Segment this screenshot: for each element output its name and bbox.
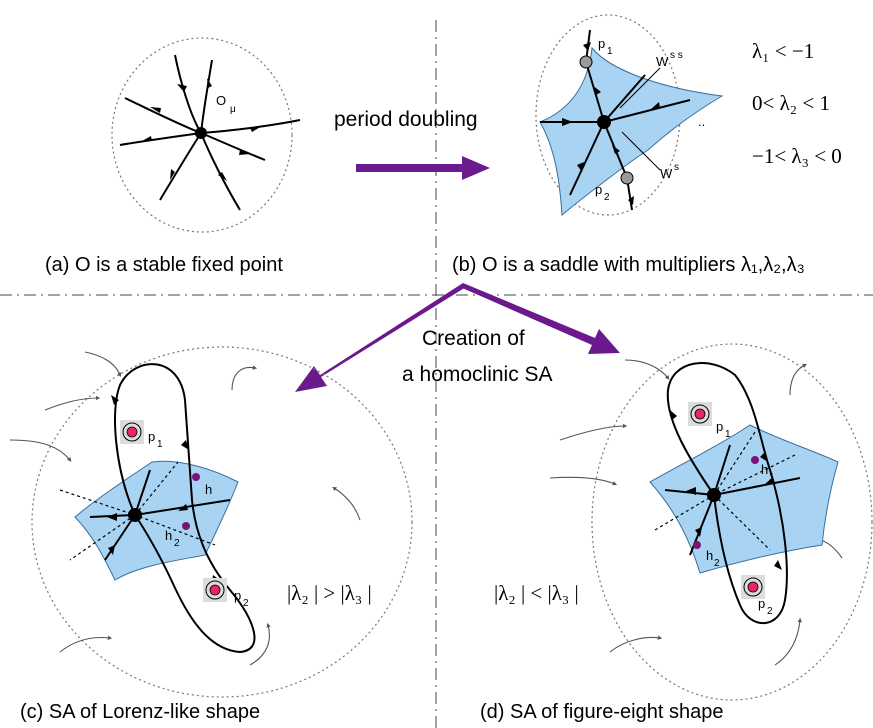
periodic-point-p1: [120, 420, 144, 444]
svg-text:s: s: [674, 162, 679, 173]
svg-text:2: 2: [604, 192, 610, 203]
saddle-point: [597, 115, 611, 129]
stable-fixed-point: [195, 127, 207, 139]
panel-d: p 1 p 2 h 1 h 2: [549, 343, 873, 701]
panel-a: O μ: [111, 37, 301, 233]
h2-label: h: [165, 528, 172, 543]
period-doubling-label: period doubling: [334, 108, 478, 131]
creation-label-line2: a homoclinic SA: [402, 363, 553, 386]
ws-label: W: [660, 166, 673, 181]
inequality-c: |λ₂ | > |λ₃ |: [287, 581, 372, 605]
period-two-point-p1: [579, 55, 593, 69]
unstable-surface: [649, 424, 839, 574]
svg-text:s s: s s: [670, 50, 683, 61]
svg-text:1: 1: [157, 439, 163, 450]
period-two-point-p2: [620, 171, 634, 185]
unstable-surface: [539, 46, 724, 217]
svg-text:1: 1: [725, 429, 731, 440]
periodic-point-p2: [203, 578, 227, 602]
creation-label-line1: Creation of: [422, 327, 525, 350]
period-doubling-arrow: [356, 156, 490, 180]
p1-label: p: [148, 429, 155, 444]
multiplier-condition-2: 0< λ₂ < 1: [752, 91, 830, 115]
homoclinic-point-h2: [182, 522, 190, 530]
multiplier-condition-3: −1< λ₃ < 0: [752, 144, 842, 168]
svg-text:1: 1: [769, 472, 775, 483]
inequality-d: |λ₂ | < |λ₃ |: [494, 581, 579, 605]
svg-text:1: 1: [607, 46, 613, 57]
caption-b: (b) O is a saddle with multipliers λ₁,λ₂…: [452, 254, 805, 276]
saddle-point: [128, 508, 142, 522]
caption-c: (c) SA of Lorenz-like shape: [20, 701, 260, 723]
unstable-surface: [74, 460, 239, 581]
homoclinic-point-h1: [751, 456, 759, 464]
caption-a: (a) O is a stable fixed point: [45, 254, 283, 276]
periodic-point-p2: [741, 575, 765, 599]
fixed-point-sub: μ: [230, 104, 236, 115]
periodic-point-p1: [688, 402, 712, 426]
h1-label: h: [205, 482, 212, 497]
svg-text:..: ..: [698, 114, 705, 129]
p2-label: p: [595, 182, 602, 197]
homoclinic-arrows: [295, 283, 620, 392]
h1-label: h: [761, 462, 768, 477]
svg-text:2: 2: [174, 538, 180, 549]
panel-b: p 1 p 2 W s s W s ..: [535, 14, 724, 217]
multiplier-condition-1: λ₁ < −1: [752, 39, 814, 63]
svg-text:2: 2: [714, 558, 720, 569]
wss-label: W: [656, 54, 669, 69]
h2-label: h: [706, 548, 713, 563]
svg-text:2: 2: [243, 598, 249, 609]
caption-d: (d) SA of figure-eight shape: [480, 701, 723, 723]
saddle-point: [707, 488, 721, 502]
svg-text:2: 2: [767, 606, 773, 617]
p2-label: p: [234, 588, 241, 603]
homoclinic-point-h1: [192, 473, 200, 481]
p2-label: p: [758, 596, 765, 611]
p1-label: p: [598, 36, 605, 51]
homoclinic-point-h2: [693, 541, 701, 549]
fixed-point-label: O: [216, 93, 226, 108]
p1-label: p: [716, 419, 723, 434]
panel-c: p 1 p 2 h h 2: [9, 346, 413, 698]
